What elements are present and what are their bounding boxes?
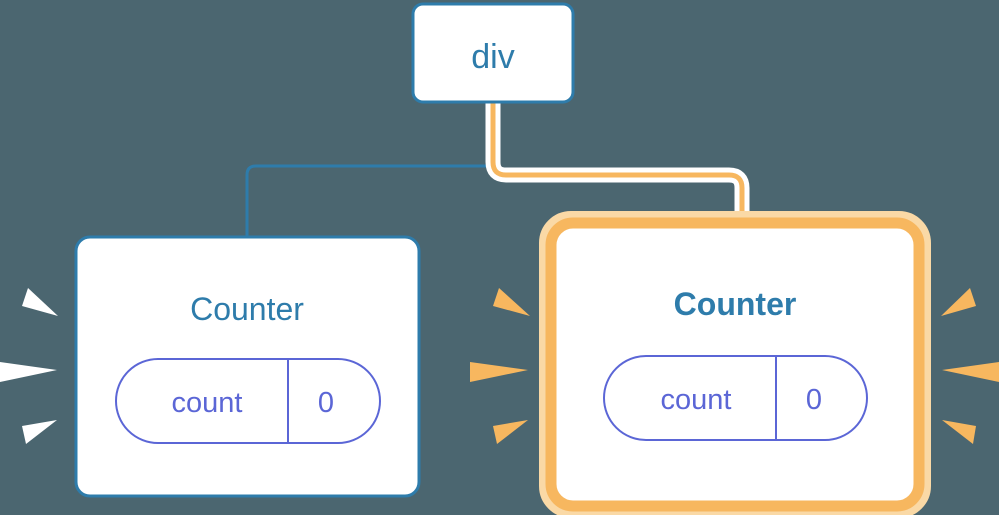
counter-left-state-pill[interactable]: count 0 <box>115 358 381 444</box>
spark-group-left-outer <box>0 288 58 444</box>
spark-white-middle-left <box>0 362 57 382</box>
spark-orange-top-right <box>941 288 976 316</box>
counter-right-pill-outline <box>603 355 868 441</box>
spark-orange-top-inner-left <box>493 288 530 316</box>
counter-left-pill-outline <box>115 358 381 444</box>
node-counter-right[interactable]: Counter count 0 <box>539 211 931 515</box>
counter-right-state-pill[interactable]: count 0 <box>603 355 868 441</box>
counter-left-title: Counter <box>190 291 304 327</box>
connector-div-to-right-counter <box>490 97 745 253</box>
spark-orange-middle-inner-left <box>470 362 528 382</box>
div-box <box>411 2 575 104</box>
counter-left-state-value: 0 <box>318 387 334 419</box>
spark-white-bottom-left <box>22 420 57 444</box>
counter-right-state-key: count <box>661 384 732 416</box>
counter-left-state-key: count <box>172 387 243 419</box>
spark-orange-bottom-right <box>942 420 976 444</box>
spark-group-right-counter-left-side <box>470 288 530 444</box>
spark-white-top-left <box>22 288 58 316</box>
node-div[interactable]: div <box>411 2 575 104</box>
counter-right-box <box>562 234 908 495</box>
connector-div-to-left-counter <box>245 98 495 247</box>
counter-left-box <box>74 235 421 498</box>
counter-right-glow <box>539 211 931 515</box>
div-label: div <box>471 38 514 76</box>
spark-orange-middle-right <box>942 362 999 382</box>
node-counter-left[interactable]: Counter count 0 <box>74 235 421 498</box>
spark-orange-bottom-inner-left <box>493 420 528 444</box>
counter-right-state-value: 0 <box>806 384 822 416</box>
counter-right-title: Counter <box>674 286 797 322</box>
spark-group-right-counter-right-side <box>941 288 999 444</box>
